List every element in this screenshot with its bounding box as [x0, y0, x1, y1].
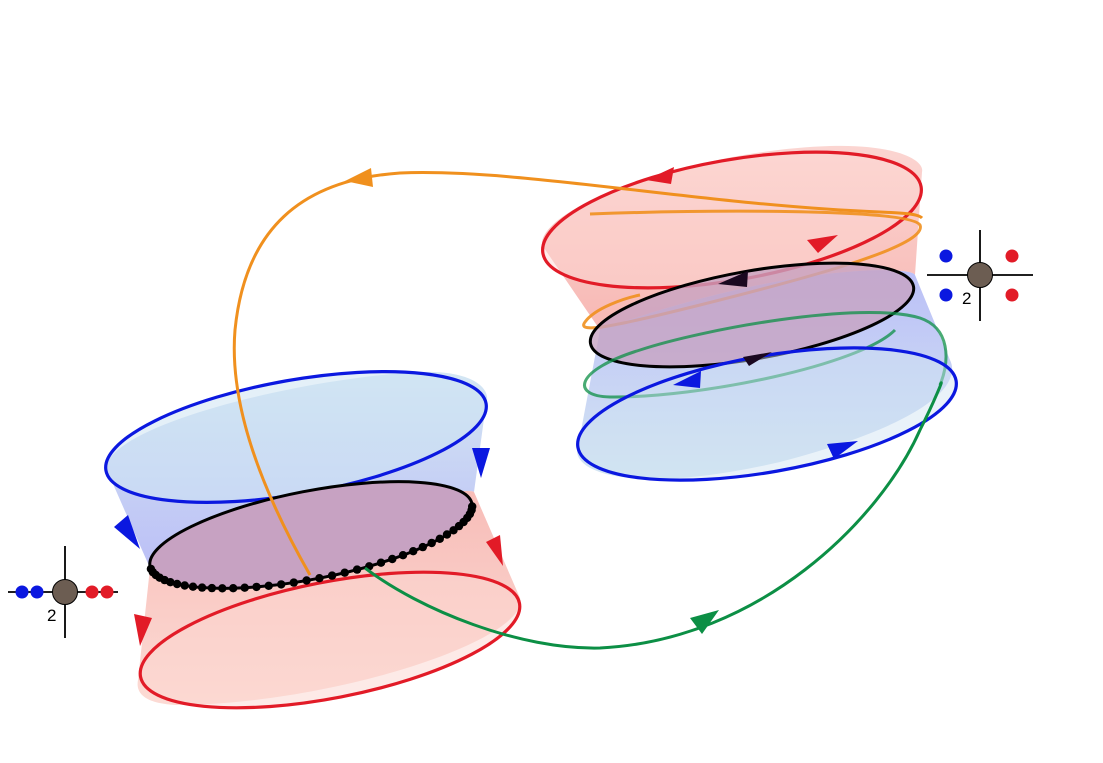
left-node-blue-dot [30, 585, 44, 599]
orange-trajectory [232, 171, 924, 576]
right-red-arrow-bottom [807, 235, 838, 253]
left-surface [104, 370, 522, 710]
rim-dot [442, 530, 452, 539]
left-node-label: 2 [47, 606, 56, 625]
rim-dot [289, 578, 298, 587]
green-arrow [690, 610, 719, 634]
right-node-label: 2 [962, 289, 971, 308]
right-node-diagram: 2 [927, 230, 1033, 321]
right-green-spiral [583, 311, 948, 399]
rim-dot [207, 583, 217, 593]
rim-dot [376, 558, 386, 567]
rim-dot [252, 582, 261, 592]
green-trajectory [364, 381, 943, 650]
rim-dot [352, 565, 362, 574]
rim-dot [197, 583, 207, 592]
right-red-arrow-top [646, 167, 674, 184]
left-red-arrow-right [486, 535, 503, 566]
rim-dot [418, 542, 427, 552]
right-surface [541, 145, 958, 482]
rim-dot [240, 583, 249, 592]
rim-dot [188, 582, 198, 591]
rim-dot [427, 538, 436, 548]
left-red-arrow-left [134, 614, 152, 646]
rim-dot [340, 568, 349, 577]
left-blue-arrow-right [472, 448, 490, 478]
left-node-red-dot [85, 585, 99, 599]
rim-dot [302, 576, 311, 585]
rim-dot [146, 564, 156, 574]
left-node-center [52, 579, 78, 605]
rim-dot [409, 547, 418, 556]
rim-dot [172, 579, 182, 589]
right-node-red-dot [1005, 288, 1019, 302]
right-node-blue-dot [939, 249, 953, 263]
left-red-ellipse [138, 570, 522, 710]
rim-dot [218, 584, 227, 593]
right-black-arrow-top [718, 271, 748, 287]
orange-arrow [345, 168, 373, 187]
left-node-diagram: 2 [8, 546, 118, 638]
left-node-red-dot [100, 585, 114, 599]
right-black-arrow-bottom [743, 352, 772, 366]
left-node-blue-dot [15, 585, 29, 599]
rim-dot [264, 581, 273, 590]
rim-dot [180, 581, 189, 590]
rim-dot [315, 574, 324, 583]
left-disk-dotted-rim [146, 502, 477, 593]
right-node-blue-dot [939, 288, 953, 302]
rim-dot [229, 584, 238, 593]
right-node-red-dot [1005, 249, 1019, 263]
right-red-funnel-fill [541, 145, 923, 330]
rim-dot [449, 526, 458, 535]
rim-dot [435, 534, 444, 543]
rim-dot [388, 554, 397, 564]
right-blue-arrow-bottom [827, 441, 858, 459]
rim-dot [277, 580, 286, 589]
right-blue-arrow-top [673, 371, 701, 388]
rim-dot [398, 551, 408, 560]
right-node-center [967, 262, 993, 288]
left-blue-arrow-left [114, 515, 140, 549]
rim-dot [327, 571, 337, 580]
